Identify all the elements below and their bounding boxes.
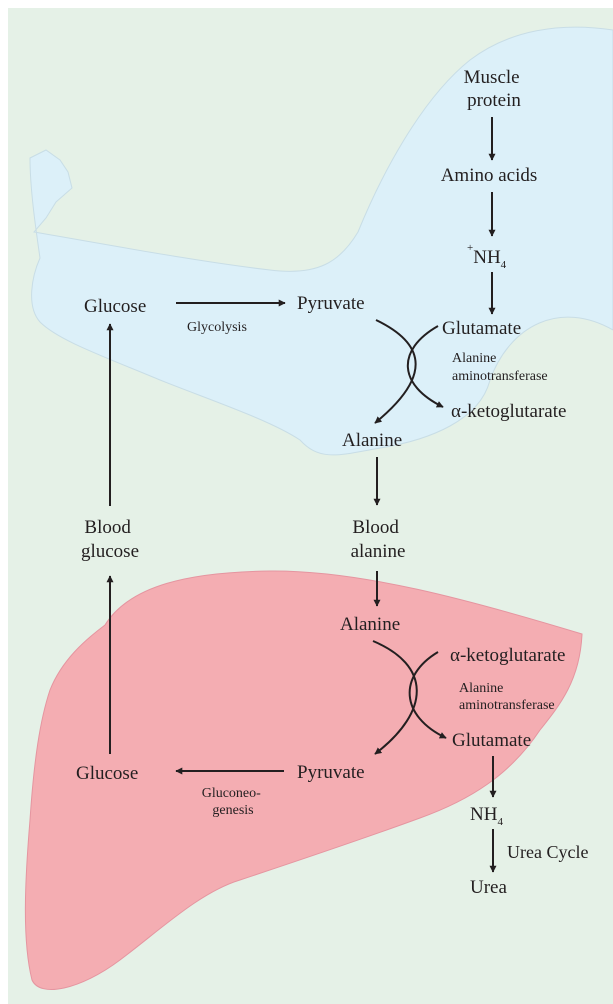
blood-alanine-line1: Blood xyxy=(352,517,399,538)
liver-enzyme-line2: aminotransferase xyxy=(459,698,555,713)
liver-pyruvate-label: Pyruvate xyxy=(297,762,365,783)
muscle-protein-line2: protein xyxy=(467,90,521,111)
muscle-enzyme-line2: aminotransferase xyxy=(452,369,548,384)
liver-nh4-subscript: 4 xyxy=(497,816,503,828)
muscle-glutamate-label: Glutamate xyxy=(442,318,521,339)
blood-glucose-line1: Blood xyxy=(84,517,131,538)
liver-glutamate-label: Glutamate xyxy=(452,730,531,751)
liver-alanine-label: Alanine xyxy=(340,614,400,635)
muscle-protein-line1: Muscle xyxy=(464,67,520,88)
muscle-enzyme-line1: Alanine xyxy=(452,351,496,366)
urea-label: Urea xyxy=(470,877,507,898)
liver-ketoglutarate-label: α-ketoglutarate xyxy=(450,645,565,666)
nh4-subscript: 4 xyxy=(501,259,507,271)
muscle-pyruvate-label: Pyruvate xyxy=(297,293,365,314)
amino-acids-label: Amino acids xyxy=(441,165,538,186)
liver-glucose-label: Glucose xyxy=(76,763,138,784)
gluconeo-line2: genesis xyxy=(212,803,253,818)
liver-nh4-main: NH xyxy=(470,804,498,825)
gluconeo-line1: Gluconeo- xyxy=(202,786,261,801)
muscle-alanine-label: Alanine xyxy=(342,430,402,451)
muscle-ketoglutarate-label: α-ketoglutarate xyxy=(451,401,566,422)
muscle-glucose-label: Glucose xyxy=(84,296,146,317)
nh4-main: NH xyxy=(473,247,501,268)
urea-cycle-label: Urea Cycle xyxy=(507,842,588,862)
glycolysis-label: Glycolysis xyxy=(187,320,247,335)
blood-glucose-line2: glucose xyxy=(81,541,139,562)
blood-alanine-line2: alanine xyxy=(351,541,406,562)
liver-enzyme-line1: Alanine xyxy=(459,681,503,696)
